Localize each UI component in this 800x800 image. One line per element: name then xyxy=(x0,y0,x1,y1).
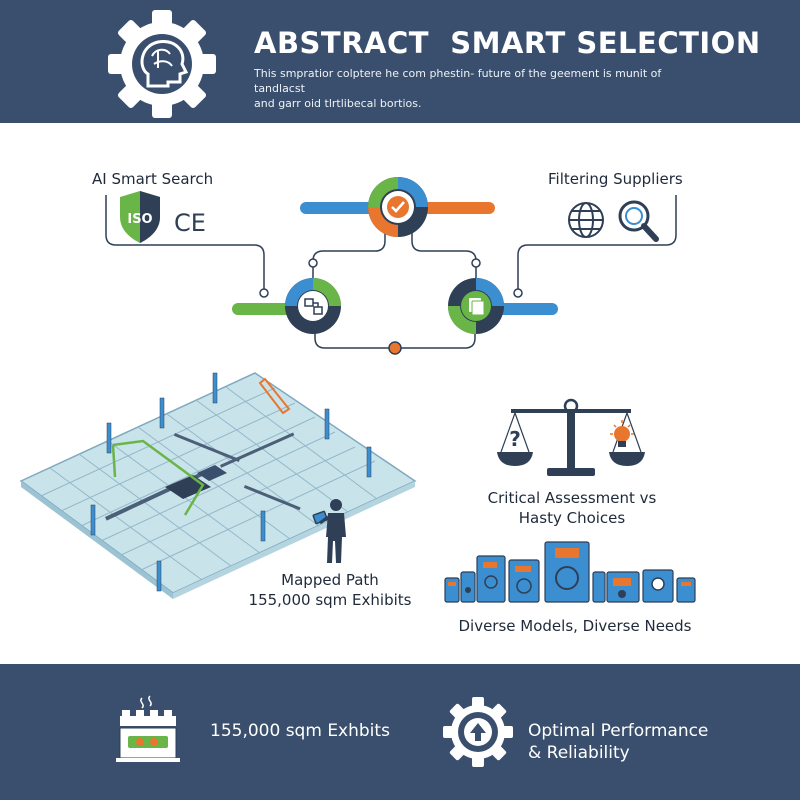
mapped-path-title: Mapped Path xyxy=(281,571,379,589)
exhibit-booth-icon xyxy=(116,695,180,762)
machine-icon xyxy=(508,559,540,603)
mapped-path-area: 155,000 sqm Exhibits xyxy=(248,591,412,609)
balance-scale-icon: ? xyxy=(497,398,645,476)
check-node-icon xyxy=(368,177,428,237)
footer-exhibits-text: 155,000 sqm Exhbits xyxy=(210,721,390,741)
filtering-suppliers-label: Filtering Suppliers xyxy=(548,170,683,188)
network-node-icon xyxy=(285,278,341,334)
exhibit-floor-map xyxy=(19,372,417,599)
ce-mark: CE xyxy=(174,209,206,237)
footer-performance-text: Optimal Performance & Reliability xyxy=(528,720,708,764)
selection-network-diagram: ISO CE xyxy=(105,177,677,355)
equipment-models-row xyxy=(444,541,696,603)
machine-icon xyxy=(544,541,590,603)
critical-assessment-title: Critical Assessment vs xyxy=(487,489,657,507)
footer-banner: 155,000 sqm Exhbits Optimal Performance … xyxy=(0,664,800,800)
svg-text:?: ? xyxy=(509,427,521,451)
header-description-line: and garr oid tlrtlibecal bortios. xyxy=(254,97,422,110)
footer-performance-line: & Reliability xyxy=(528,743,630,763)
critical-assessment-label: Critical Assessment vs Hasty Choices xyxy=(462,488,682,528)
machine-icon xyxy=(606,571,640,603)
header-banner: ABSTRACT SMART SELECTION This smpratior … xyxy=(0,0,800,123)
iso-label: ISO xyxy=(127,212,152,227)
search-icon xyxy=(618,200,659,242)
lightbulb-icon xyxy=(610,420,634,447)
footer-performance-line: Optimal Performance xyxy=(528,721,709,741)
globe-icon xyxy=(568,202,604,238)
gear-upload-icon xyxy=(443,697,513,767)
person-with-tablet-icon xyxy=(312,499,346,563)
mapped-path-label: Mapped Path 155,000 sqm Exhibits xyxy=(240,570,420,610)
ai-smart-search-label: AI Smart Search xyxy=(92,170,214,188)
machine-icon xyxy=(642,569,674,603)
header-description: This smpratior colptere he com phestin- … xyxy=(254,66,694,111)
diverse-models-label: Diverse Models, Diverse Needs xyxy=(458,617,692,635)
critical-assessment-subtitle: Hasty Choices xyxy=(518,509,626,527)
machine-icon xyxy=(460,571,476,603)
machine-icon xyxy=(592,571,606,603)
machine-icon xyxy=(444,577,460,603)
page-title: ABSTRACT SMART SELECTION xyxy=(254,26,761,60)
document-node-icon xyxy=(448,278,504,334)
header-description-line: This smpratior colptere he com phestin- … xyxy=(254,67,662,95)
machine-icon xyxy=(676,577,696,603)
machine-icon xyxy=(476,555,506,603)
iso-shield-icon: ISO xyxy=(120,191,160,243)
gear-brain-icon xyxy=(108,10,216,118)
